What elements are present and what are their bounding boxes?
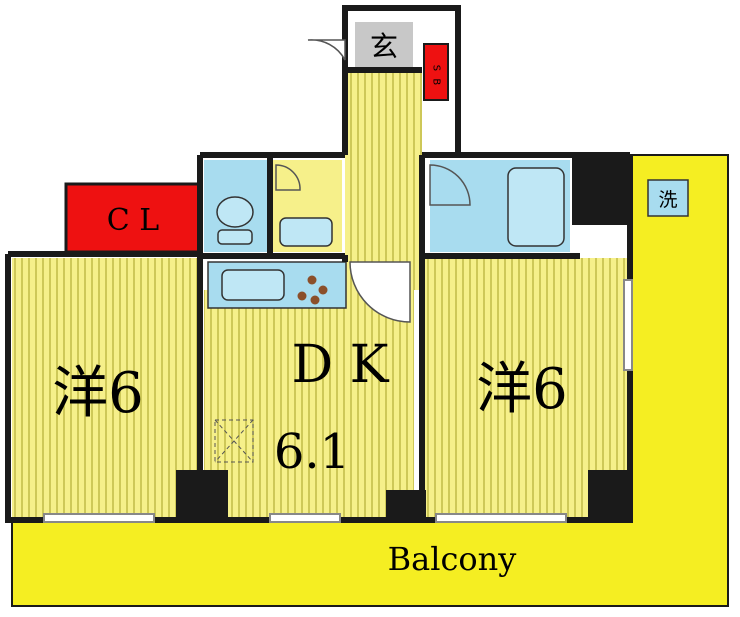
toilet-tank-icon [217, 229, 253, 245]
room-left [12, 258, 200, 520]
fridge-space [214, 419, 254, 463]
pillar [386, 490, 426, 520]
pillar [176, 470, 228, 520]
shoe-box [423, 43, 449, 101]
toilet-icon [216, 196, 254, 228]
fridge-cross-icon [214, 419, 254, 463]
closet-label: C L [107, 203, 159, 238]
windows [43, 279, 633, 523]
room-right-label: 洋6 [476, 357, 568, 422]
entrance-floor [355, 22, 413, 70]
sink-icon [279, 217, 333, 247]
pillar [572, 155, 632, 225]
laundry-label: 洗 [658, 189, 677, 211]
balcony-label: Balcony [388, 540, 517, 578]
bathtub-icon [507, 167, 565, 247]
kitchen-sink-icon [221, 269, 285, 301]
shoe-box-label: S B [431, 65, 442, 87]
room-left-label: 洋6 [52, 361, 144, 426]
dk-label: D K [291, 335, 389, 395]
entrance-label: 玄 [370, 30, 398, 63]
hallway [345, 70, 422, 290]
pillar [588, 470, 630, 520]
laundry-spot [647, 179, 689, 217]
stove-icon [297, 275, 328, 305]
dining-kitchen [204, 290, 414, 520]
closet-area [64, 182, 202, 254]
dk-size-label: 6.1 [274, 424, 350, 480]
doors [275, 39, 471, 323]
